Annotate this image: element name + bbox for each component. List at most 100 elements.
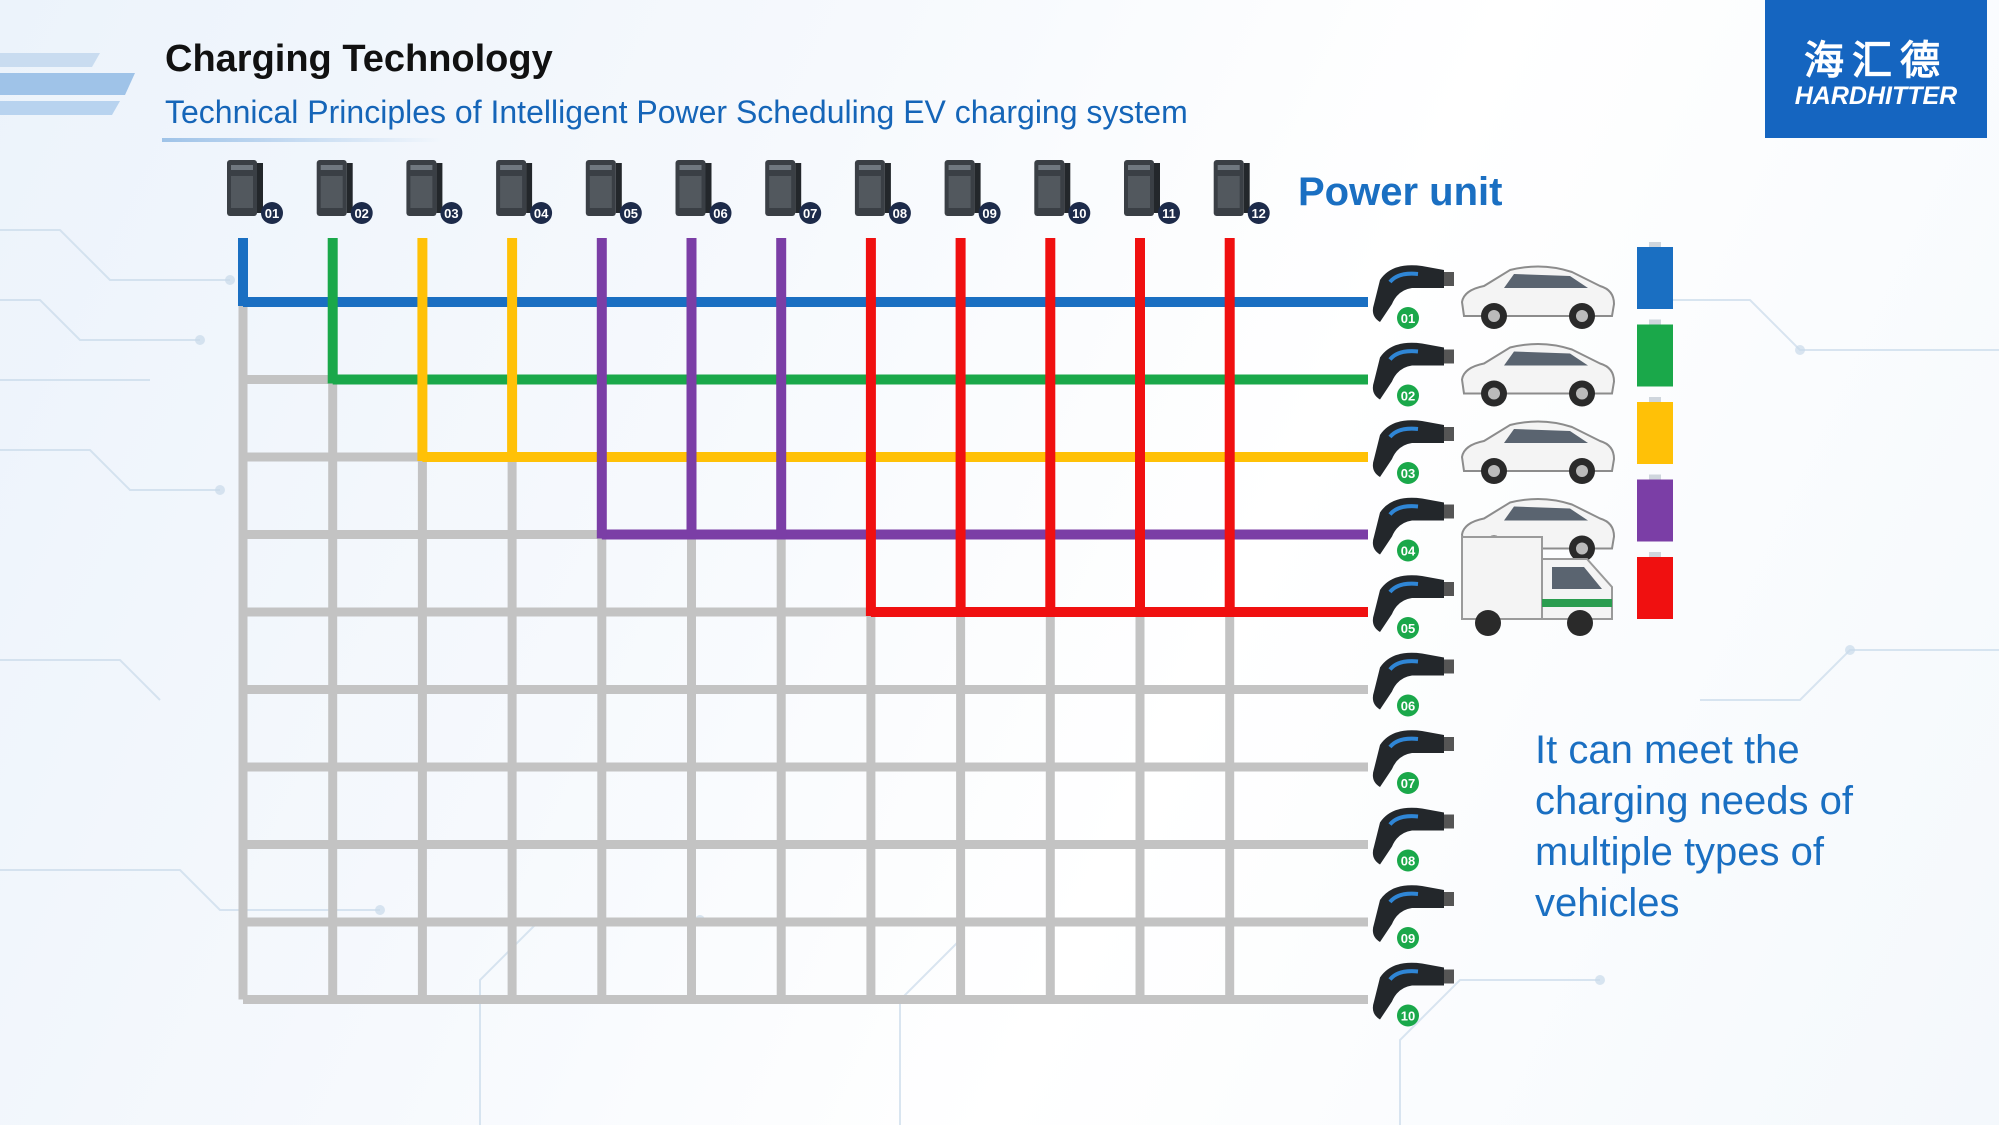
truck-stripe xyxy=(1542,599,1612,607)
power-unit-label: Power unit xyxy=(1298,170,1503,214)
power-unit-vent xyxy=(1128,165,1150,170)
power-unit-side xyxy=(795,163,802,213)
unit-number-badge xyxy=(530,202,553,224)
logo-english-text: HARDHITTER xyxy=(1794,82,1958,110)
power-unit-side xyxy=(346,163,353,213)
unit-number-badge xyxy=(1247,202,1270,224)
car-hub xyxy=(1576,387,1588,400)
power-unit-vent xyxy=(589,165,612,170)
charging-plug-icon: 09 xyxy=(1372,885,1454,949)
grid-lines xyxy=(238,238,1368,1004)
car-body xyxy=(1460,420,1616,472)
charger-number-badge xyxy=(1397,617,1419,639)
power-unit-panel xyxy=(320,176,343,208)
unit-number-label: 10 xyxy=(1072,206,1086,221)
active-connections xyxy=(238,238,1368,617)
power-unit-panel xyxy=(500,176,523,208)
power-unit-panel xyxy=(1038,176,1061,208)
car-icon xyxy=(1460,420,1616,484)
unit-number-badge xyxy=(978,202,1001,224)
charger-number-label: 08 xyxy=(1401,854,1415,869)
car-body xyxy=(1460,265,1616,317)
plug-tip xyxy=(1444,659,1454,674)
battery-cap xyxy=(1649,397,1661,402)
charging-plug-icon: 08 xyxy=(1372,807,1454,872)
battery-indicator xyxy=(1637,402,1673,464)
power-unit-icon: 08 xyxy=(854,160,911,224)
unit-number-label: 12 xyxy=(1251,206,1265,221)
plug-accent xyxy=(1388,349,1419,361)
car-icon xyxy=(1460,343,1616,407)
plug-accent xyxy=(1388,659,1419,671)
unit-number-label: 05 xyxy=(624,206,638,221)
subtitle-underline xyxy=(162,138,442,142)
unit-number-badge xyxy=(261,202,283,224)
car-hub xyxy=(1576,310,1588,322)
power-unit-icon: 09 xyxy=(944,160,1001,224)
power-unit-vent xyxy=(679,165,702,170)
charger-number-badge xyxy=(1397,927,1419,949)
power-unit-panel xyxy=(858,176,881,208)
car-window xyxy=(1504,274,1588,288)
charger-number-label: 04 xyxy=(1401,544,1416,559)
plug-tip xyxy=(1444,892,1454,906)
power-unit-icon: 10 xyxy=(1034,160,1091,224)
charger-number-label: 01 xyxy=(1401,311,1415,326)
power-unit-side xyxy=(1064,163,1071,213)
power-unit-vent xyxy=(948,165,971,170)
unit-number-label: 07 xyxy=(803,206,817,221)
caption-text: It can meet the charging needs of multip… xyxy=(1535,728,1854,925)
truck-cargo-box xyxy=(1461,536,1543,620)
power-unit-vent xyxy=(500,165,523,170)
plug-accent xyxy=(1388,891,1419,904)
battery-cap xyxy=(1649,319,1661,325)
battery-indicator xyxy=(1637,247,1673,309)
unit-number-badge xyxy=(799,202,822,224)
power-unit-panel xyxy=(1217,176,1240,208)
battery-cap xyxy=(1649,474,1661,480)
plug-accent xyxy=(1388,271,1419,284)
charger-number-label: 10 xyxy=(1401,1009,1415,1024)
charger-number-badge xyxy=(1397,694,1419,717)
power-unit-side xyxy=(436,163,443,213)
vehicles xyxy=(1460,242,1673,636)
charger-number-badge xyxy=(1397,849,1419,872)
charger-number-label: 07 xyxy=(1401,776,1415,791)
charger-number-badge xyxy=(1397,772,1419,794)
charger-number-badge xyxy=(1397,539,1419,562)
plug-tip xyxy=(1444,349,1454,364)
power-unit-panel xyxy=(679,176,702,208)
page-subtitle: Technical Principles of Intelligent Powe… xyxy=(165,94,1188,130)
plug-tip xyxy=(1444,504,1454,519)
power-unit-icon: 01 xyxy=(227,160,283,224)
charging-plug-icon: 03 xyxy=(1372,420,1454,484)
charger-number-label: 03 xyxy=(1401,466,1415,481)
charging-plug-icon: 01 xyxy=(1372,265,1454,329)
car-hub xyxy=(1576,542,1588,555)
charger-number-badge xyxy=(1397,462,1419,484)
page-title: Charging Technology xyxy=(165,38,553,80)
charging-plug-icon: 05 xyxy=(1372,575,1454,639)
unit-number-badge xyxy=(1158,202,1180,224)
charger-number-label: 05 xyxy=(1401,621,1415,636)
plug-tip xyxy=(1444,737,1454,751)
power-unit-icon: 02 xyxy=(316,160,373,224)
car-window xyxy=(1504,429,1588,443)
power-unit-side xyxy=(615,163,622,213)
power-unit-vent xyxy=(231,165,253,170)
plug-accent xyxy=(1388,504,1419,516)
charger-number-badge xyxy=(1397,384,1419,407)
power-unit-vent xyxy=(1217,165,1240,170)
truck-window xyxy=(1552,567,1602,589)
power-unit-panel xyxy=(1128,176,1150,208)
unit-number-label: 04 xyxy=(534,206,549,221)
truck-wheel xyxy=(1567,610,1593,636)
car-window xyxy=(1504,351,1588,366)
unit-number-badge xyxy=(709,202,732,224)
power-unit-vent xyxy=(858,165,881,170)
plug-accent xyxy=(1388,814,1419,826)
car-icon xyxy=(1460,265,1616,329)
